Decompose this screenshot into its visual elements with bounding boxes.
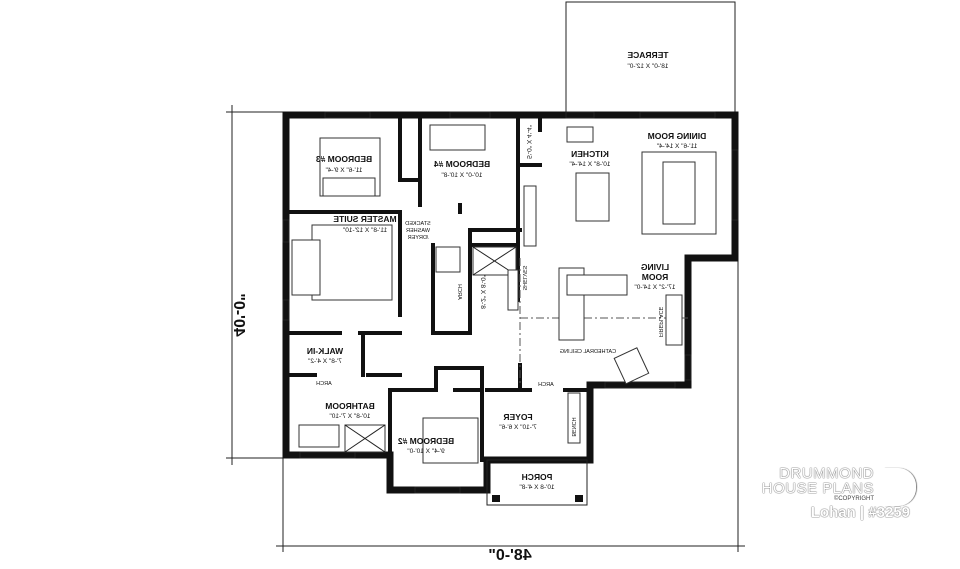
dryer-label: /DRYER	[408, 235, 429, 241]
furniture	[291, 124, 717, 464]
exterior-walls	[282, 111, 739, 506]
bedroom3-size: 11'-6" X 9'-4"	[325, 167, 363, 174]
walk-in-size: 7'-8" X 4'-2"	[307, 358, 342, 365]
bedroom2-size: 9'-4" X 10'-0"	[407, 448, 445, 455]
plan-name: Lohan | #3259	[810, 504, 910, 521]
logo-line-2: HOUSE PLANS	[761, 480, 874, 497]
drummond-logo: DRUMMOND HOUSE PLANS ©COPYRIGHT Lohan | …	[752, 466, 922, 521]
living-room-size: 17'-2" X 14'-0"	[634, 284, 676, 291]
arch-label: ARCH	[456, 284, 462, 300]
kitchen-label: KITCHEN	[571, 149, 609, 159]
living-room-label-1: LIVING	[640, 262, 669, 272]
terrace-label: TERRACE	[627, 50, 668, 60]
cathedral-ceiling-label: CATHEDRAL CEILING	[560, 349, 616, 355]
logo-line-1: DRUMMOND	[779, 465, 874, 482]
foyer-size: 7'-10" X 6'-6"	[499, 424, 537, 431]
width-dimension	[276, 260, 745, 552]
bedroom2-label: BEDROOM #2	[398, 436, 454, 446]
bathroom-label: BATHROOM	[325, 401, 374, 411]
dining-room-size: 11'-6" X 14'-4"	[656, 143, 697, 150]
arch-label: ARCH	[538, 382, 554, 388]
porch-size: 10'-8 X 4'-8"	[519, 484, 555, 491]
copyright-label: ©COPYRIGHT	[833, 496, 874, 502]
master-suite-label: MASTER SUITE	[333, 214, 397, 224]
interior-walls	[284, 116, 592, 462]
arch-label: ARCH	[316, 381, 332, 387]
pantry-size: 5'-0" X 4'-4"	[525, 124, 532, 159]
washer-label: WASHER	[406, 228, 430, 234]
width-dimension-label: 48'-0"	[488, 547, 531, 564]
depth-dimension-label: 40'-0"	[230, 293, 247, 336]
foyer-label: FOYER	[503, 412, 532, 422]
logo-mark-icon	[884, 468, 916, 506]
bedroom4-size: 10'-0" X 10'-8"	[441, 172, 483, 179]
stacked-label: STACKED	[405, 221, 431, 227]
fireplace-label: FIREPLACE	[657, 306, 663, 337]
bathroom-size: 10'-8" X 7'-10"	[329, 413, 371, 420]
porch-label: PORCH	[522, 472, 553, 482]
terrace-size: 18'-0" X 12'-0"	[627, 63, 669, 70]
walk-in-label: WALK-IN	[307, 346, 343, 356]
bench-label: BENCH	[570, 417, 576, 436]
dining-room-label: DINING ROOM	[648, 131, 707, 141]
bath2-size: 8'-2" X 8'-0"	[479, 274, 486, 309]
room-labels: TERRACE 18'-0" X 12'-0" BEDROOM #3 11'-6…	[307, 50, 706, 491]
shelves-label: SHELVES	[521, 265, 527, 290]
bedroom3-label: BEDROOM #3	[316, 154, 372, 164]
living-room-label-2: ROOM	[642, 272, 668, 282]
kitchen-size: 10'-8" X 14'-4"	[569, 161, 611, 168]
depth-dimension	[226, 105, 283, 465]
master-suite-size: 11'-8" X 12'-10"	[342, 227, 387, 234]
bedroom4-label: BEDROOM #4	[434, 159, 490, 169]
